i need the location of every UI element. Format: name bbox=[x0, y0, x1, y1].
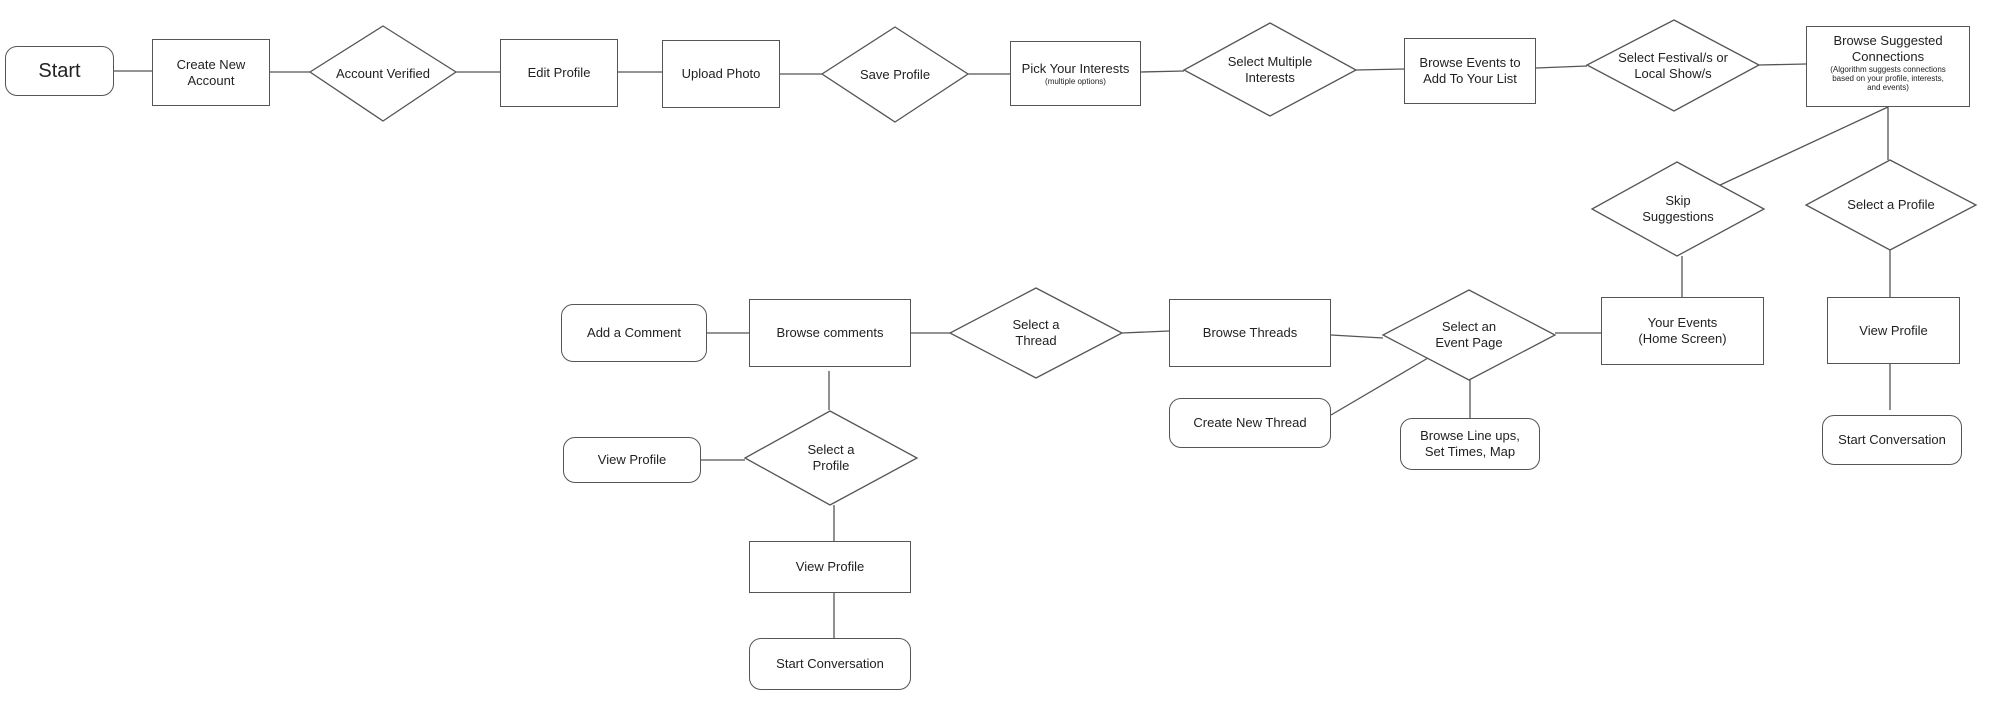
start-conversation-right-label: Start Conversation bbox=[1838, 432, 1946, 447]
view-profile-bottom-node: View Profile bbox=[749, 541, 911, 593]
browse-threads-label: Browse Threads bbox=[1202, 325, 1298, 340]
browse-suggested-label: Browse Suggested Connections bbox=[1833, 33, 1943, 64]
your-events-node: Your Events (Home Screen) bbox=[1601, 297, 1764, 365]
connector bbox=[1535, 65, 1588, 69]
view-profile-bottom-label: View Profile bbox=[795, 559, 865, 574]
start-conversation-bottom-node: Start Conversation bbox=[749, 638, 911, 690]
connector bbox=[1717, 106, 1889, 187]
browse-comments-label: Browse comments bbox=[776, 325, 884, 340]
start-conversation-bottom-label: Start Conversation bbox=[776, 656, 884, 671]
create-account-node: Create New Account bbox=[152, 39, 270, 106]
select-thread-label: Select a Thread bbox=[1012, 317, 1060, 348]
browse-lineups-node: Browse Line ups, Set Times, Map bbox=[1400, 418, 1540, 470]
decision-diamond-shape bbox=[948, 287, 1124, 379]
decision-diamond-shape bbox=[1381, 289, 1557, 381]
upload-photo-node: Upload Photo bbox=[662, 40, 780, 108]
upload-photo-label: Upload Photo bbox=[681, 66, 761, 81]
browse-lineups-label: Browse Line ups, Set Times, Map bbox=[1420, 428, 1520, 459]
select-profile-right-label: Select a Profile bbox=[1847, 197, 1935, 212]
connector bbox=[1330, 357, 1429, 416]
decision-diamond-shape bbox=[820, 26, 970, 123]
edit-profile-node: Edit Profile bbox=[500, 39, 618, 107]
pick-interests-node: Pick Your Interests (multiple options) bbox=[1010, 41, 1141, 106]
account-verified-label: Account Verified bbox=[336, 65, 430, 81]
create-account-label: Create New Account bbox=[176, 56, 246, 88]
decision-diamond-shape bbox=[308, 25, 458, 122]
view-profile-left-label: View Profile bbox=[597, 452, 667, 467]
create-new-thread-label: Create New Thread bbox=[1193, 415, 1307, 430]
view-profile-left-node: View Profile bbox=[563, 437, 701, 483]
connector bbox=[1121, 330, 1170, 334]
select-event-page-decision: Select an Event Page bbox=[1383, 290, 1555, 380]
browse-events-node: Browse Events to Add To Your List bbox=[1404, 38, 1536, 104]
start-node: Start bbox=[5, 46, 114, 96]
browse-suggested-connections-node: Browse Suggested Connections (Algorithm … bbox=[1806, 26, 1970, 107]
view-profile-right-node: View Profile bbox=[1827, 297, 1960, 364]
select-profile-left-decision: Select a Profile bbox=[745, 411, 917, 505]
select-thread-decision: Select a Thread bbox=[950, 288, 1122, 378]
decision-diamond-shape bbox=[743, 410, 919, 506]
create-new-thread-node: Create New Thread bbox=[1169, 398, 1331, 448]
connector bbox=[1330, 334, 1384, 339]
save-profile-label: Save Profile bbox=[859, 66, 931, 82]
decision-diamond-shape bbox=[1804, 159, 1978, 251]
account-verified-decision: Account Verified bbox=[310, 26, 456, 121]
decision-diamond-shape bbox=[1182, 22, 1358, 117]
browse-comments-node: Browse comments bbox=[749, 299, 911, 367]
skip-suggestions-decision: Skip Suggestions bbox=[1592, 162, 1764, 256]
browse-suggested-sublabel: (Algorithm suggests connections based on… bbox=[1830, 65, 1946, 92]
decision-diamond-shape bbox=[1590, 161, 1766, 257]
start-conversation-right-node: Start Conversation bbox=[1822, 415, 1962, 465]
select-profile-right-decision: Select a Profile bbox=[1806, 160, 1976, 250]
browse-threads-node: Browse Threads bbox=[1169, 299, 1331, 367]
save-profile-decision: Save Profile bbox=[822, 27, 968, 122]
add-comment-node: Add a Comment bbox=[561, 304, 707, 362]
add-comment-label: Add a Comment bbox=[587, 325, 681, 340]
skip-suggestions-label: Skip Suggestions bbox=[1642, 193, 1714, 224]
connector bbox=[1758, 63, 1807, 66]
select-event-page-label: Select an Event Page bbox=[1435, 319, 1503, 350]
connector bbox=[1355, 68, 1405, 71]
select-profile-left-label: Select a Profile bbox=[807, 442, 855, 473]
decision-diamond-shape bbox=[1585, 19, 1761, 112]
connector bbox=[1140, 70, 1185, 73]
pick-interests-sublabel: (multiple options) bbox=[1045, 77, 1106, 86]
select-festival-decision: Select Festival/s or Local Show/s bbox=[1587, 20, 1759, 111]
select-multiple-interests-decision: Select Multiple Interests bbox=[1184, 23, 1356, 116]
start-label: Start bbox=[38, 60, 81, 82]
select-festival-label: Select Festival/s or Local Show/s bbox=[1618, 49, 1728, 81]
browse-events-label: Browse Events to Add To Your List bbox=[1419, 55, 1521, 86]
select-multiple-label: Select Multiple Interests bbox=[1227, 53, 1313, 85]
view-profile-right-label: View Profile bbox=[1859, 322, 1928, 338]
your-events-label: Your Events (Home Screen) bbox=[1638, 315, 1727, 346]
pick-interests-label: Pick Your Interests bbox=[1021, 61, 1130, 76]
edit-profile-label: Edit Profile bbox=[527, 65, 591, 80]
